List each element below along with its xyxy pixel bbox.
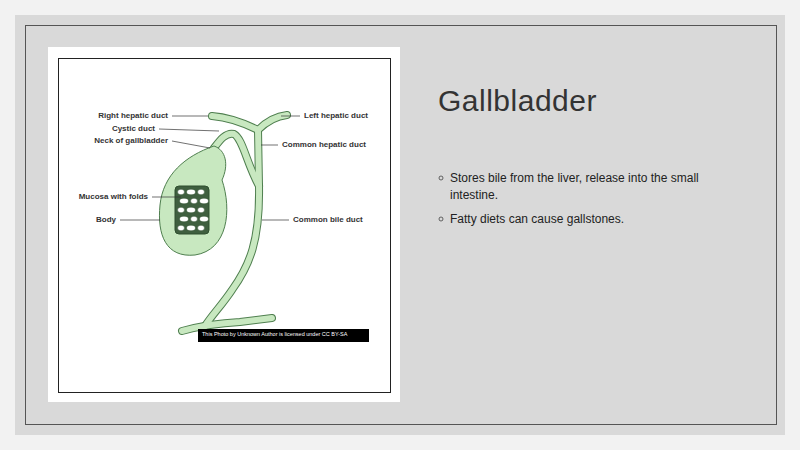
slide-frame	[26, 26, 777, 425]
part-label: Right hepatic duct	[98, 111, 168, 121]
part-label: Body	[96, 215, 116, 225]
duct-fill	[212, 116, 258, 130]
slide-title: Gallbladder	[438, 83, 597, 119]
mucosa-fold	[180, 216, 189, 222]
slide-ground	[15, 15, 785, 435]
bullet-text: Stores bile from the liver, release into…	[450, 170, 735, 204]
mucosa-inset	[175, 186, 209, 234]
part-label: Cystic duct	[112, 124, 155, 134]
attribution-text: This Photo by Unknown Author is licensed…	[202, 331, 365, 338]
bullet-markers	[439, 176, 443, 221]
mucosa-fold	[191, 198, 198, 204]
mucosa-fold	[178, 189, 185, 195]
mucosa-fold	[198, 207, 205, 213]
mucosa-fold	[178, 207, 185, 213]
mucosa-folds	[178, 189, 209, 231]
mucosa-fold	[178, 225, 185, 231]
part-label: Neck of gallbladder	[94, 136, 168, 146]
mucosa-fold	[191, 216, 198, 222]
duct-outline	[258, 115, 287, 130]
mucosa-fold	[200, 198, 209, 204]
mucosa-fold	[187, 207, 196, 213]
duct-fill	[258, 115, 287, 130]
part-label: Left hepatic duct	[304, 111, 368, 121]
mucosa-fold	[180, 198, 189, 204]
mucosa-fold	[187, 189, 196, 195]
mucosa-fold	[200, 216, 209, 222]
picture-frame	[59, 59, 391, 393]
attribution-box: This Photo by Unknown Author is licensed…	[198, 329, 369, 342]
gallbladder-body	[159, 146, 226, 255]
part-label: Common hepatic duct	[282, 140, 366, 150]
bullet-text: Fatty diets can cause gallstones.	[450, 211, 735, 228]
mucosa-fold	[187, 225, 196, 231]
part-label: Mucosa with folds	[79, 192, 148, 202]
mucosa-fold	[198, 225, 205, 231]
part-label: Common bile duct	[293, 215, 363, 225]
picture-ground	[48, 47, 400, 402]
mucosa-fold	[198, 189, 205, 195]
duct-outline	[212, 116, 258, 130]
